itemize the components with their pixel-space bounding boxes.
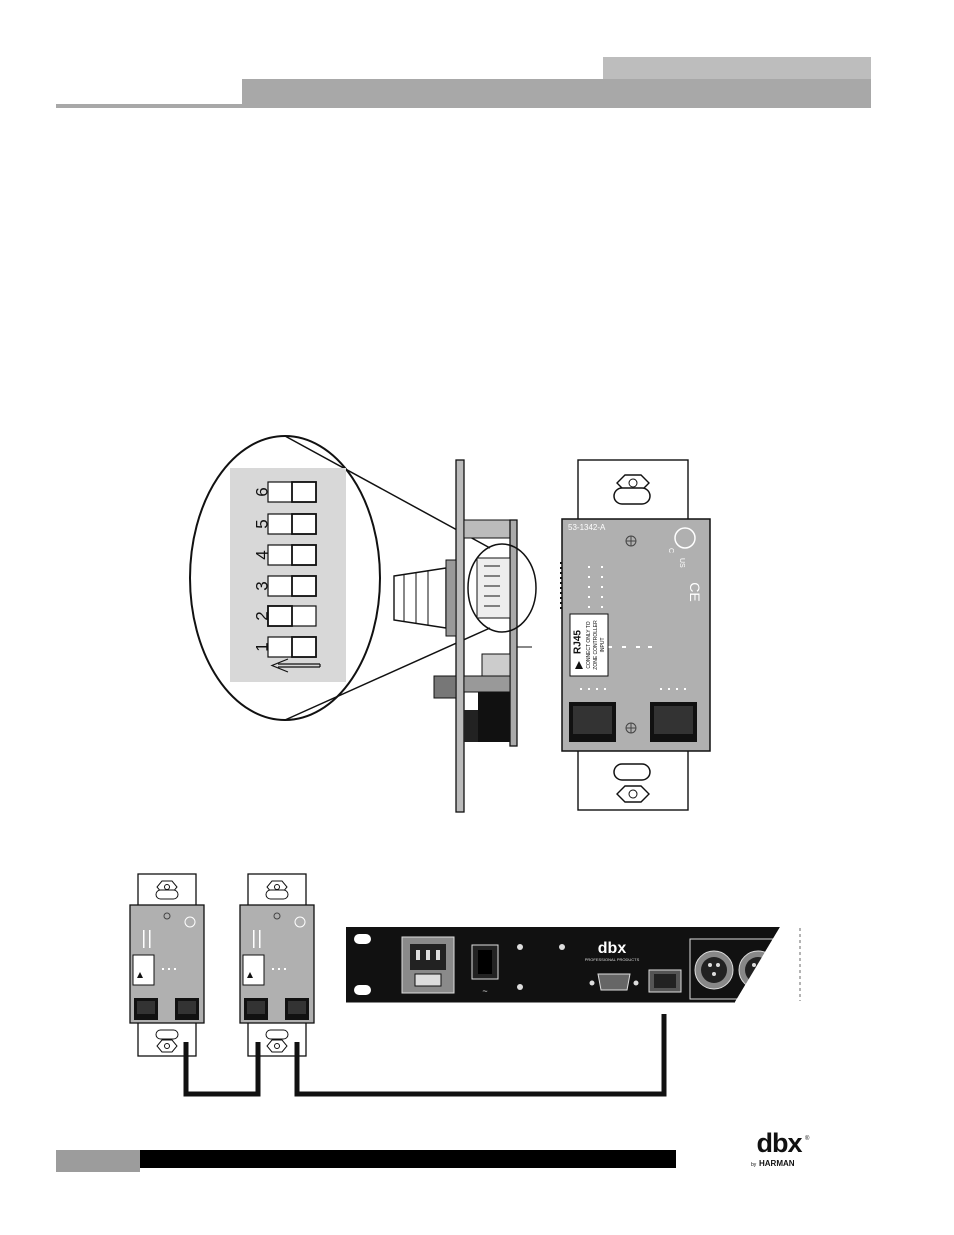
svg-text:ZONE CONTROLLER: ZONE CONTROLLER	[593, 620, 599, 670]
wall-panel-unit-2	[240, 874, 314, 1056]
cable-panel-to-rack	[297, 1014, 664, 1094]
svg-text:PROFESSIONAL PRODUCTS: PROFESSIONAL PRODUCTS	[585, 957, 640, 962]
dip-number-4: 4	[253, 550, 272, 559]
svg-text:INPUT: INPUT	[600, 638, 606, 653]
logo-harman: HARMAN	[759, 1159, 795, 1168]
rack-brand: dbx	[598, 940, 627, 957]
footer-page-tab	[56, 1150, 140, 1172]
logo-brand: dbx	[756, 1128, 802, 1158]
rj45-warning-label: RJ45 CONNECT ONLY TO ZONE CONTROLLER INP…	[570, 614, 608, 676]
cable-panel-to-panel	[186, 1042, 258, 1094]
logo-by: by	[751, 1162, 757, 1168]
cert-ce: CE	[687, 582, 703, 601]
rj45-port-right[interactable]	[650, 702, 697, 742]
dip-number-6: 6	[253, 487, 272, 496]
wall-panel-side-view	[394, 460, 536, 812]
svg-text:CONNECT ONLY TO: CONNECT ONLY TO	[586, 621, 592, 668]
cert-us: US	[678, 558, 685, 568]
rack-rj45-port[interactable]	[649, 970, 681, 992]
part-number: 53-1342-A	[568, 523, 606, 532]
power-switch[interactable]	[472, 945, 498, 979]
wall-panel-unit-1	[130, 874, 204, 1056]
xlr-connector[interactable]	[695, 951, 733, 989]
power-inlet[interactable]	[402, 937, 454, 993]
mounting-screw-icon	[617, 786, 649, 802]
mounting-slot	[614, 488, 650, 504]
dip-number-3: 3	[253, 581, 272, 590]
mounting-slot	[614, 764, 650, 780]
dip-number-1: 1	[253, 642, 272, 651]
logo-registered: ®	[805, 1135, 810, 1142]
dip-number-2: 2	[253, 611, 272, 620]
cert-c: C	[667, 548, 674, 553]
power-symbol: ~	[482, 986, 487, 996]
port-label: RJ45	[573, 630, 584, 654]
rj45-port-left[interactable]	[569, 702, 616, 742]
dip-number-5: 5	[253, 519, 272, 528]
wall-panel-front-view: 53-1342-A C US CE	[561, 460, 710, 810]
dbx-harman-logo: dbx ® by HARMAN	[745, 1128, 825, 1174]
footer-bar	[140, 1150, 676, 1168]
rack-unit-rear-panel: ~ dbx PROFESSIONAL PRODUCTS	[346, 927, 820, 1010]
